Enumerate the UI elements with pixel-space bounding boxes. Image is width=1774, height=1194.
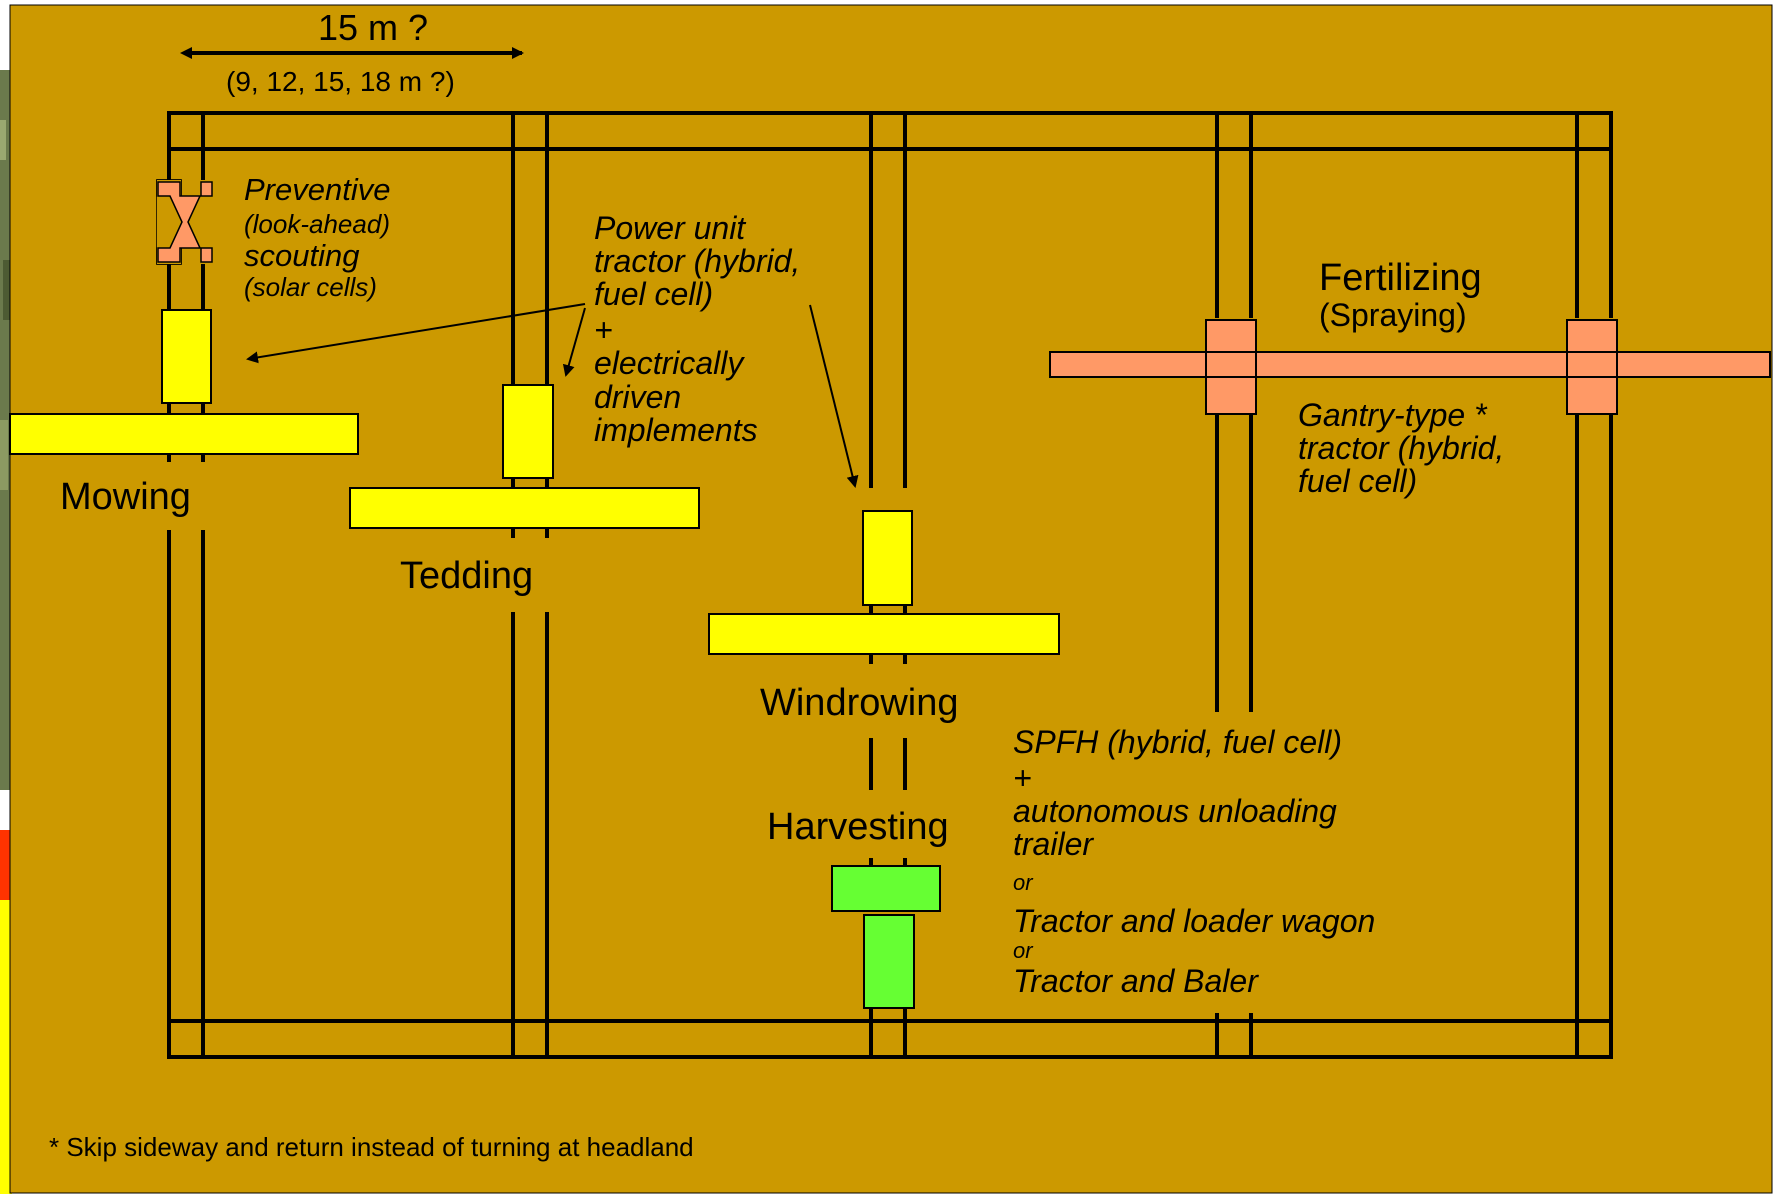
windrowing-implement xyxy=(709,614,1059,654)
power-unit-line5: electrically xyxy=(594,347,743,379)
harvest-spfh: SPFH (hybrid, fuel cell) xyxy=(1013,726,1342,758)
scouting-line2: (look-ahead) xyxy=(244,211,390,237)
scouting-line4: (solar cells) xyxy=(244,274,377,300)
gantry-line2: tractor (hybrid, xyxy=(1298,432,1504,464)
power-unit-line6: driven xyxy=(594,381,681,413)
scouting-line1: Preventive xyxy=(244,174,390,205)
gantry-wheel-unit-b xyxy=(1567,320,1617,414)
harvest-unloading-line1: autonomous unloading xyxy=(1013,795,1337,827)
power-unit-line7: implements xyxy=(594,414,758,446)
harvest-baler: Tractor and Baler xyxy=(1013,965,1258,997)
scouting-line3: scouting xyxy=(244,240,359,271)
power-unit-line3: fuel cell) xyxy=(594,278,713,310)
mowing-power-unit xyxy=(162,310,211,403)
gantry-boom xyxy=(1050,352,1770,377)
harvest-plus: + xyxy=(1013,762,1032,794)
gantry-line1: Gantry-type * xyxy=(1298,399,1487,431)
harvest-loader-wagon: Tractor and loader wagon xyxy=(1013,905,1375,937)
footnote: * Skip sideway and return instead of tur… xyxy=(49,1134,694,1160)
harvest-unloading-line2: trailer xyxy=(1013,828,1093,860)
power-unit-line4: + xyxy=(594,314,613,346)
label-fertilizing: Fertilizing xyxy=(1319,259,1482,297)
harvester-body xyxy=(864,915,914,1008)
harvest-or-2: or xyxy=(1013,940,1033,962)
windrowing-power-unit xyxy=(863,511,912,605)
width-label: 15 m ? xyxy=(318,10,428,46)
harvest-or-1: or xyxy=(1013,872,1033,894)
mowing-implement xyxy=(10,414,358,454)
gantry-wheel-unit-a xyxy=(1206,320,1256,414)
label-tedding: Tedding xyxy=(400,557,533,595)
label-spraying: (Spraying) xyxy=(1319,299,1467,331)
tedding-power-unit xyxy=(503,385,553,478)
label-mowing: Mowing xyxy=(60,478,191,516)
harvester-header xyxy=(832,866,940,911)
width-options: (9, 12, 15, 18 m ?) xyxy=(226,68,455,96)
label-windrowing: Windrowing xyxy=(760,684,959,722)
label-harvesting: Harvesting xyxy=(767,808,949,846)
tedding-implement xyxy=(350,488,699,528)
gantry-line3: fuel cell) xyxy=(1298,465,1417,497)
power-unit-line1: Power unit xyxy=(594,212,745,244)
power-unit-line2: tractor (hybrid, xyxy=(594,245,800,277)
